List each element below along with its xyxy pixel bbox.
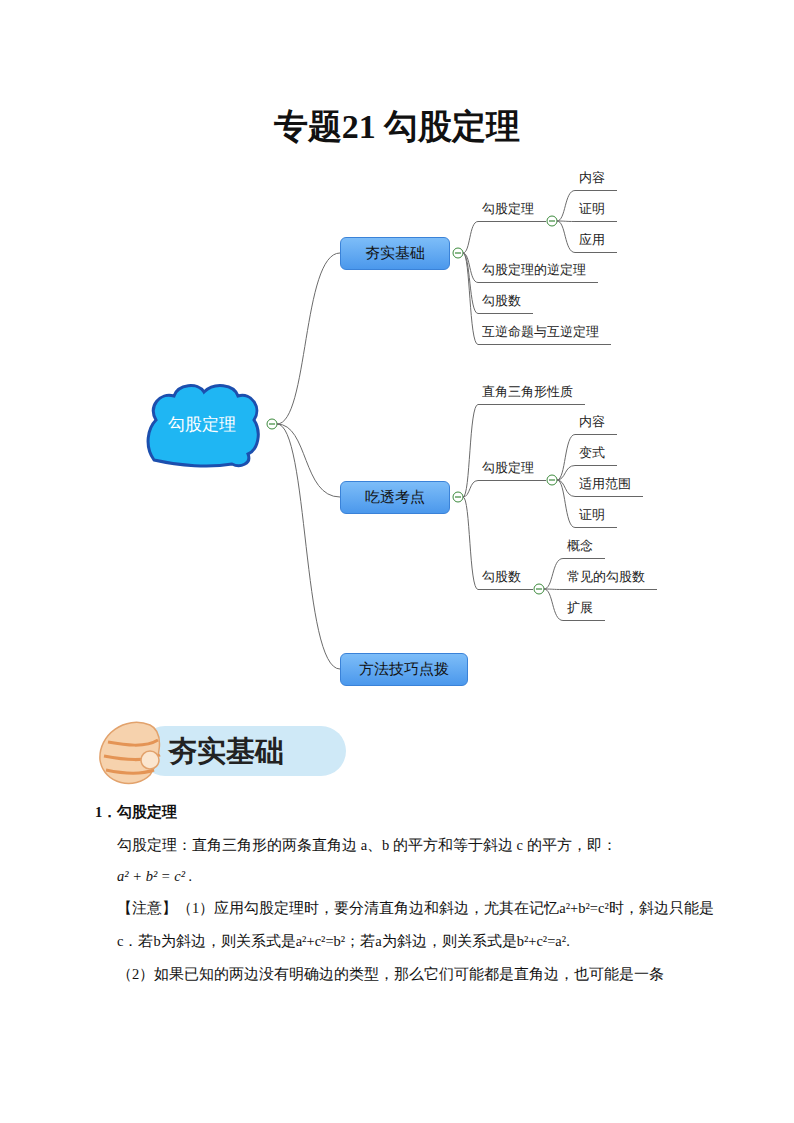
note-text: 【注意】（1）应用勾股定理时，要分清直角边和斜边，尤其在记忆a²+b²=c²时，… (117, 892, 717, 958)
central-topic: 勾股定理 (140, 380, 264, 468)
node-text: 扩展 (567, 600, 593, 615)
topic-item: 互逆命题与互逆定理 (478, 321, 611, 345)
node-text: 勾股定理 (482, 201, 534, 216)
node-text: 夯实基础 (365, 244, 425, 262)
banner-title: 夯实基础 (168, 732, 348, 770)
topic-item: 勾股定理 (478, 457, 546, 481)
formula: a² + b² = c² . (117, 860, 717, 893)
connector (277, 253, 340, 424)
shell-icon (100, 722, 160, 783)
connector (463, 253, 478, 345)
note-text: （2）如果已知的两边没有明确边的类型，那么它们可能都是直角边，也可能是一条 (117, 958, 717, 991)
collapse-knob (453, 248, 463, 258)
connector (463, 405, 478, 498)
connector (557, 435, 575, 481)
topic-item: 变式 (575, 442, 617, 466)
node-text: 证明 (579, 507, 605, 522)
node-text: 勾股数 (482, 569, 521, 584)
connector (277, 424, 340, 669)
node-text: 内容 (579, 170, 605, 185)
node-text: 常见的勾股数 (567, 569, 645, 584)
collapse-knob (547, 475, 557, 485)
node-text: 直角三角形性质 (482, 384, 573, 399)
connector (463, 481, 478, 498)
topic-item: 勾股数 (478, 566, 533, 590)
branch-box: 方法技巧点拨 (340, 653, 468, 686)
collapse-knob (267, 419, 277, 429)
node-text: 互逆命题与互逆定理 (482, 324, 599, 339)
topic-item: 证明 (575, 198, 617, 222)
node-text: 勾股定理 (482, 460, 534, 475)
node-text: 吃透考点 (365, 488, 425, 506)
node-text: 证明 (579, 201, 605, 216)
node-text: 适用范围 (579, 476, 631, 491)
topic-item: 直角三角形性质 (478, 381, 585, 405)
connector (544, 589, 563, 621)
node-text: 方法技巧点拨 (359, 660, 449, 678)
node-text: 勾股定理的逆定理 (482, 262, 586, 277)
branch-box: 夯实基础 (340, 237, 450, 270)
topic-item: 应用 (575, 229, 617, 253)
connector (557, 466, 575, 481)
collapse-knob (534, 584, 544, 594)
collapse-knob (547, 216, 557, 226)
topic-item: 勾股定理的逆定理 (478, 259, 598, 283)
topic-item: 内容 (575, 411, 617, 435)
node-text: 勾股定理 (168, 413, 236, 436)
connector (557, 191, 575, 222)
connector (557, 221, 575, 253)
node-text: 变式 (579, 445, 605, 460)
branch-box: 吃透考点 (340, 481, 450, 514)
section-heading: 1．勾股定理 (95, 796, 715, 829)
collapse-knob (453, 492, 463, 502)
connector (544, 559, 563, 590)
topic-item: 常见的勾股数 (563, 566, 657, 590)
topic-item: 扩展 (563, 597, 605, 621)
topic-item: 概念 (563, 535, 605, 559)
connector (277, 424, 340, 497)
topic-item: 证明 (575, 504, 617, 528)
page-title: 专题21 勾股定理 (0, 104, 794, 150)
node-text: 应用 (579, 232, 605, 247)
node-text: 勾股数 (482, 293, 521, 308)
connector (463, 222, 478, 254)
node-text: 概念 (567, 538, 593, 553)
connector (557, 480, 575, 528)
topic-item: 勾股数 (478, 290, 533, 314)
body-text: 勾股定理：直角三角形的两条直角边 a、b 的平方和等于斜边 c 的平方，即： (117, 829, 717, 862)
topic-item: 适用范围 (575, 473, 643, 497)
topic-item: 内容 (575, 167, 617, 191)
connector (463, 497, 478, 590)
node-text: 内容 (579, 414, 605, 429)
topic-item: 勾股定理 (478, 198, 546, 222)
